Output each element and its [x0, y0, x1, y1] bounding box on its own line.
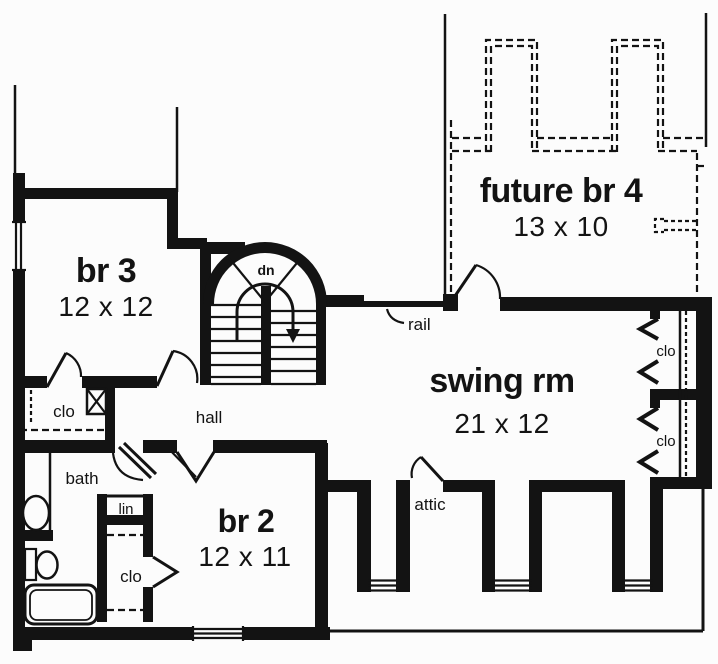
dormer-window-right: [622, 579, 653, 592]
br2-name: br 2: [218, 503, 275, 539]
text-labels: br 3 12 x 12 future br 4 13 x 10 swing r…: [53, 172, 675, 586]
bath-fixtures: [21, 494, 99, 626]
toilet: [23, 547, 59, 582]
br3-entry-door: [155, 349, 199, 387]
swing-rm-name: swing rm: [429, 362, 574, 400]
rail-label: rail: [408, 315, 431, 334]
closet-br3-label: clo: [53, 402, 75, 421]
attic-label: attic: [414, 495, 446, 514]
br2-bottom-window: [191, 626, 245, 641]
stair-direction-arrow: [235, 282, 300, 343]
hall-label: hall: [196, 408, 222, 427]
attic-door: [410, 455, 445, 483]
linen-label: lin: [118, 501, 133, 518]
roof-outline-lines: [13, 13, 708, 633]
closet-right-lower-label: clo: [656, 433, 675, 450]
future-br4-name: future br 4: [480, 172, 643, 210]
stair-treads: [211, 303, 316, 386]
dashed-dormer-tower-left: [484, 38, 539, 152]
dormer-window-middle: [492, 579, 532, 592]
bathtub: [23, 583, 99, 626]
walls: [13, 173, 712, 651]
br3-dims: 12 x 12: [58, 291, 153, 322]
rail-line: [326, 301, 446, 307]
br2-dims: 12 x 11: [198, 541, 291, 572]
staircase: [203, 242, 327, 386]
bath-door: [111, 441, 158, 482]
rail-leader-line: [385, 308, 405, 325]
bath-label: bath: [65, 469, 98, 488]
chase-symbol: [85, 387, 108, 416]
closet-right-doors: [635, 317, 660, 475]
future-br4-dashed-outline: [449, 38, 706, 296]
br3-left-window: [12, 220, 26, 272]
interior-lines: [20, 311, 688, 612]
dashed-dormer-tower-right: [610, 38, 665, 152]
future-window-marker: [653, 217, 696, 234]
sink: [21, 494, 51, 532]
br3-name: br 3: [76, 252, 136, 290]
future-br4-dims: 13 x 10: [513, 211, 608, 242]
closet-right-upper-label: clo: [656, 343, 675, 360]
br2-entry-door: [166, 446, 216, 484]
closet-br2-door: [152, 555, 180, 589]
stair-arch: [203, 242, 327, 304]
closet-br3-door: [45, 351, 83, 388]
windows: [12, 220, 653, 641]
swing-rm-dims: 21 x 12: [454, 408, 549, 439]
closet-br2-label: clo: [120, 567, 142, 586]
doors: [45, 263, 660, 589]
future-br4-door: [453, 263, 502, 300]
dormer-window-left: [368, 579, 400, 592]
stair-direction-label: dn: [257, 262, 274, 278]
